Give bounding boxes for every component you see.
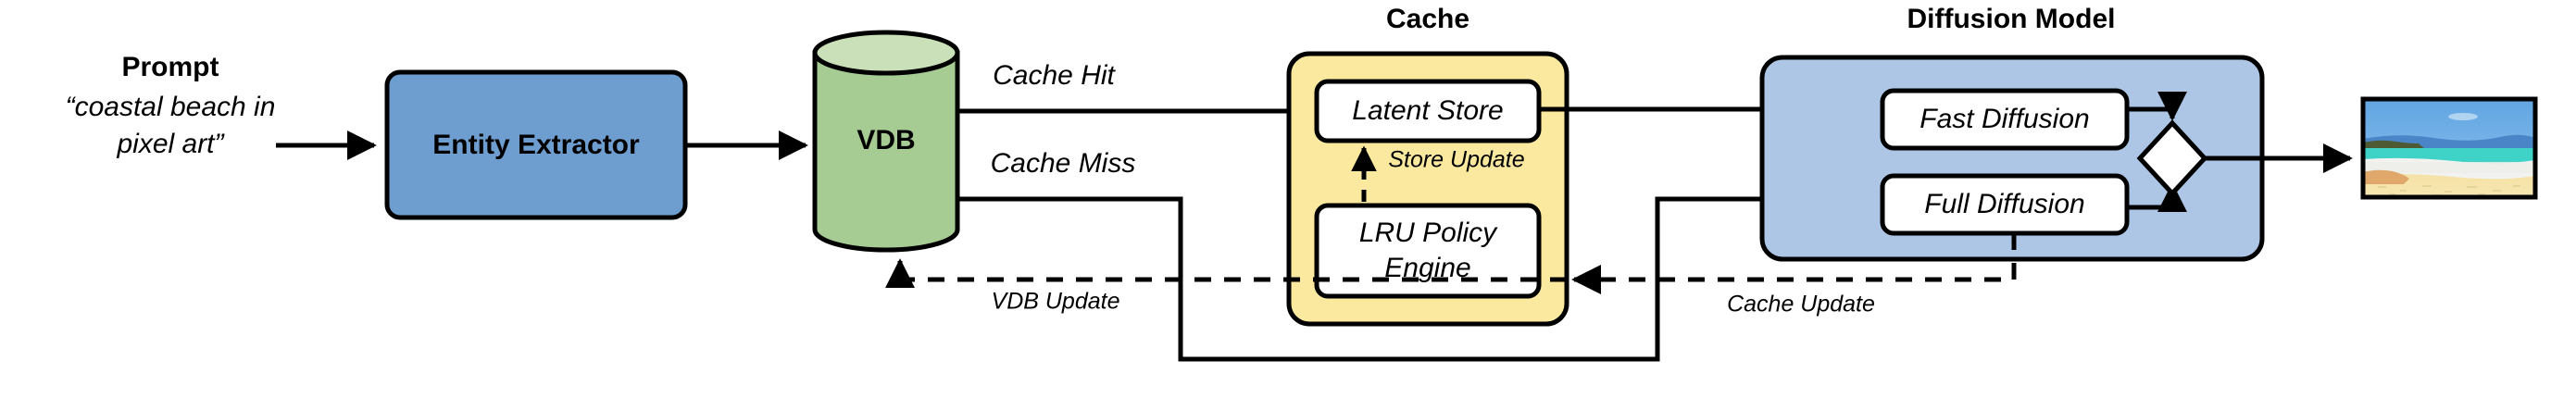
prompt-block: Prompt “coastal beach in pixel art”: [66, 52, 276, 159]
prompt-label: Prompt: [122, 52, 219, 82]
node-lru-policy-engine[interactable]: LRU Policy Engine: [1314, 203, 1542, 299]
prompt-text-line1: “coastal beach in: [66, 92, 276, 122]
cache-miss-label: Cache Miss: [991, 148, 1136, 179]
edge-fast-to-merge: [2127, 91, 2188, 121]
output-image-frame: [2360, 96, 2538, 200]
edge-vdb-update: [884, 258, 1567, 289]
lru-policy-engine-box[interactable]: [1314, 203, 1542, 299]
output-image: [2360, 96, 2538, 200]
edge-cache-update: [1571, 233, 2017, 295]
output-image-cloud: [2448, 113, 2478, 120]
fast-diffusion-box[interactable]: [1880, 88, 2130, 151]
entity-extractor-label: Entity Extractor: [432, 130, 640, 160]
latent-store-label: Latent Store: [1352, 95, 1503, 126]
node-entity-extractor[interactable]: Entity Extractor: [384, 69, 688, 220]
node-vdb[interactable]: VDB: [812, 30, 960, 253]
node-diffusion-model-group[interactable]: Fast Diffusion Full Diffusion: [1759, 55, 2265, 262]
output-image-wet-sand-sheen: [2363, 162, 2535, 173]
cache-update-label: Cache Update: [1727, 292, 1875, 317]
cache-group-title: Cache: [1386, 4, 1469, 34]
full-diffusion-label: Full Diffusion: [1924, 189, 2084, 219]
node-fast-diffusion[interactable]: Fast Diffusion: [1880, 88, 2130, 151]
cache-hit-label: Cache Hit: [993, 60, 1116, 91]
lru-policy-engine-label-line2: Engine: [1384, 253, 1470, 283]
node-latent-store[interactable]: Latent Store: [1314, 79, 1542, 143]
store-update-label: Store Update: [1388, 147, 1524, 173]
node-full-diffusion[interactable]: Full Diffusion: [1880, 173, 2130, 236]
full-diffusion-box[interactable]: [1880, 173, 2130, 236]
prompt-text-line2: pixel art”: [116, 129, 225, 159]
lru-policy-engine-label-line1: LRU Policy: [1359, 218, 1498, 248]
output-image-headland: [2363, 140, 2426, 150]
output-image-dune-patch: [2363, 169, 2409, 184]
vdb-label: VDB: [857, 125, 915, 155]
vdb-cylinder-body[interactable]: [812, 50, 960, 253]
node-cache-group[interactable]: Latent Store Store Update LRU Policy Eng…: [1286, 51, 1569, 327]
merge-diamond-node[interactable]: [2136, 119, 2208, 197]
vdb-update-label: VDB Update: [992, 289, 1120, 315]
vdb-cylinder-top: [812, 30, 960, 76]
fast-diffusion-label: Fast Diffusion: [1919, 104, 2089, 134]
edge-cache-miss: [957, 183, 1873, 362]
diffusion-group-title: Diffusion Model: [1907, 4, 2116, 34]
